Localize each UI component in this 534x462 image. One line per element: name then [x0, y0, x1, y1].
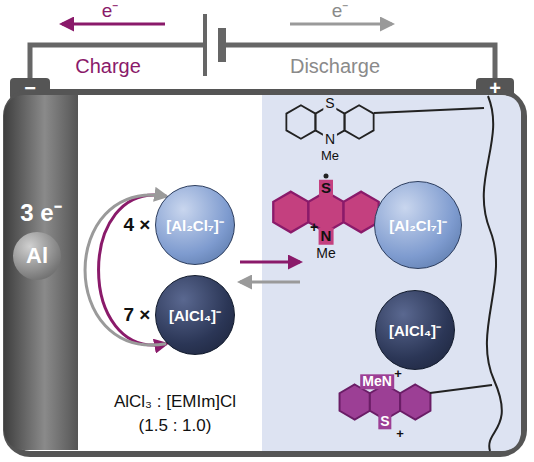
label: MeN: [360, 374, 394, 389]
node-text: [Al₂Cl₇]⁻: [166, 215, 224, 235]
label: +: [489, 77, 501, 99]
node-text: [AlCl₄]⁻: [169, 305, 221, 325]
label: −: [24, 77, 36, 99]
wire: [30, 45, 495, 82]
charge-arrow: [62, 23, 165, 26]
label: N: [323, 132, 337, 147]
discharge-arrow: [290, 23, 392, 26]
radical-dot: [324, 174, 329, 179]
label: S: [319, 180, 333, 197]
battery-plate: [218, 28, 226, 62]
label: Me: [316, 246, 335, 261]
node-text: Al: [26, 243, 48, 269]
label: 4 ×: [124, 215, 151, 236]
polymer-backbone: [484, 96, 502, 451]
anode-electrode: 3 e⁻ Al: [4, 95, 78, 450]
node-text: [AlCl₄]⁻: [389, 320, 441, 340]
label: Me: [321, 149, 339, 163]
ion-sphere: [AlCl₄]⁻: [375, 290, 455, 370]
ion-sphere: [Al₂Cl₇]⁻: [374, 181, 462, 269]
label: +: [396, 427, 404, 441]
ion-sphere: [AlCl₄]⁻: [155, 275, 235, 355]
label: Charge: [75, 55, 141, 77]
label: AlCl₃ : [EMIm]Cl: [114, 393, 236, 412]
label: e⁻: [332, 1, 349, 22]
ion-conversion-arrow: [85, 195, 166, 345]
label: 7 ×: [124, 305, 151, 326]
label: (1.5 : 1.0): [139, 417, 212, 436]
discharge-transfer-arrow: [240, 281, 300, 284]
label: +: [310, 220, 318, 235]
label: N: [319, 228, 334, 245]
cathode-region: [262, 95, 521, 451]
node-text: [Al₂Cl₇]⁻: [389, 215, 447, 235]
side-chain: [430, 385, 492, 393]
label: S: [323, 96, 336, 111]
side-chain: [374, 108, 484, 113]
node-text: 3 e⁻: [20, 195, 61, 228]
radical-cation: [273, 192, 378, 233]
battery-plate: [203, 14, 207, 76]
cell-housing: [6, 92, 524, 454]
label: e⁻: [102, 1, 119, 22]
label: S: [378, 414, 391, 429]
ion-sphere: [Al₂Cl₇]⁻: [155, 185, 235, 265]
label: Discharge: [290, 55, 380, 77]
charge-transfer-arrow: [240, 261, 300, 264]
aluminium-circle: Al: [13, 232, 61, 280]
label: +: [394, 367, 402, 381]
